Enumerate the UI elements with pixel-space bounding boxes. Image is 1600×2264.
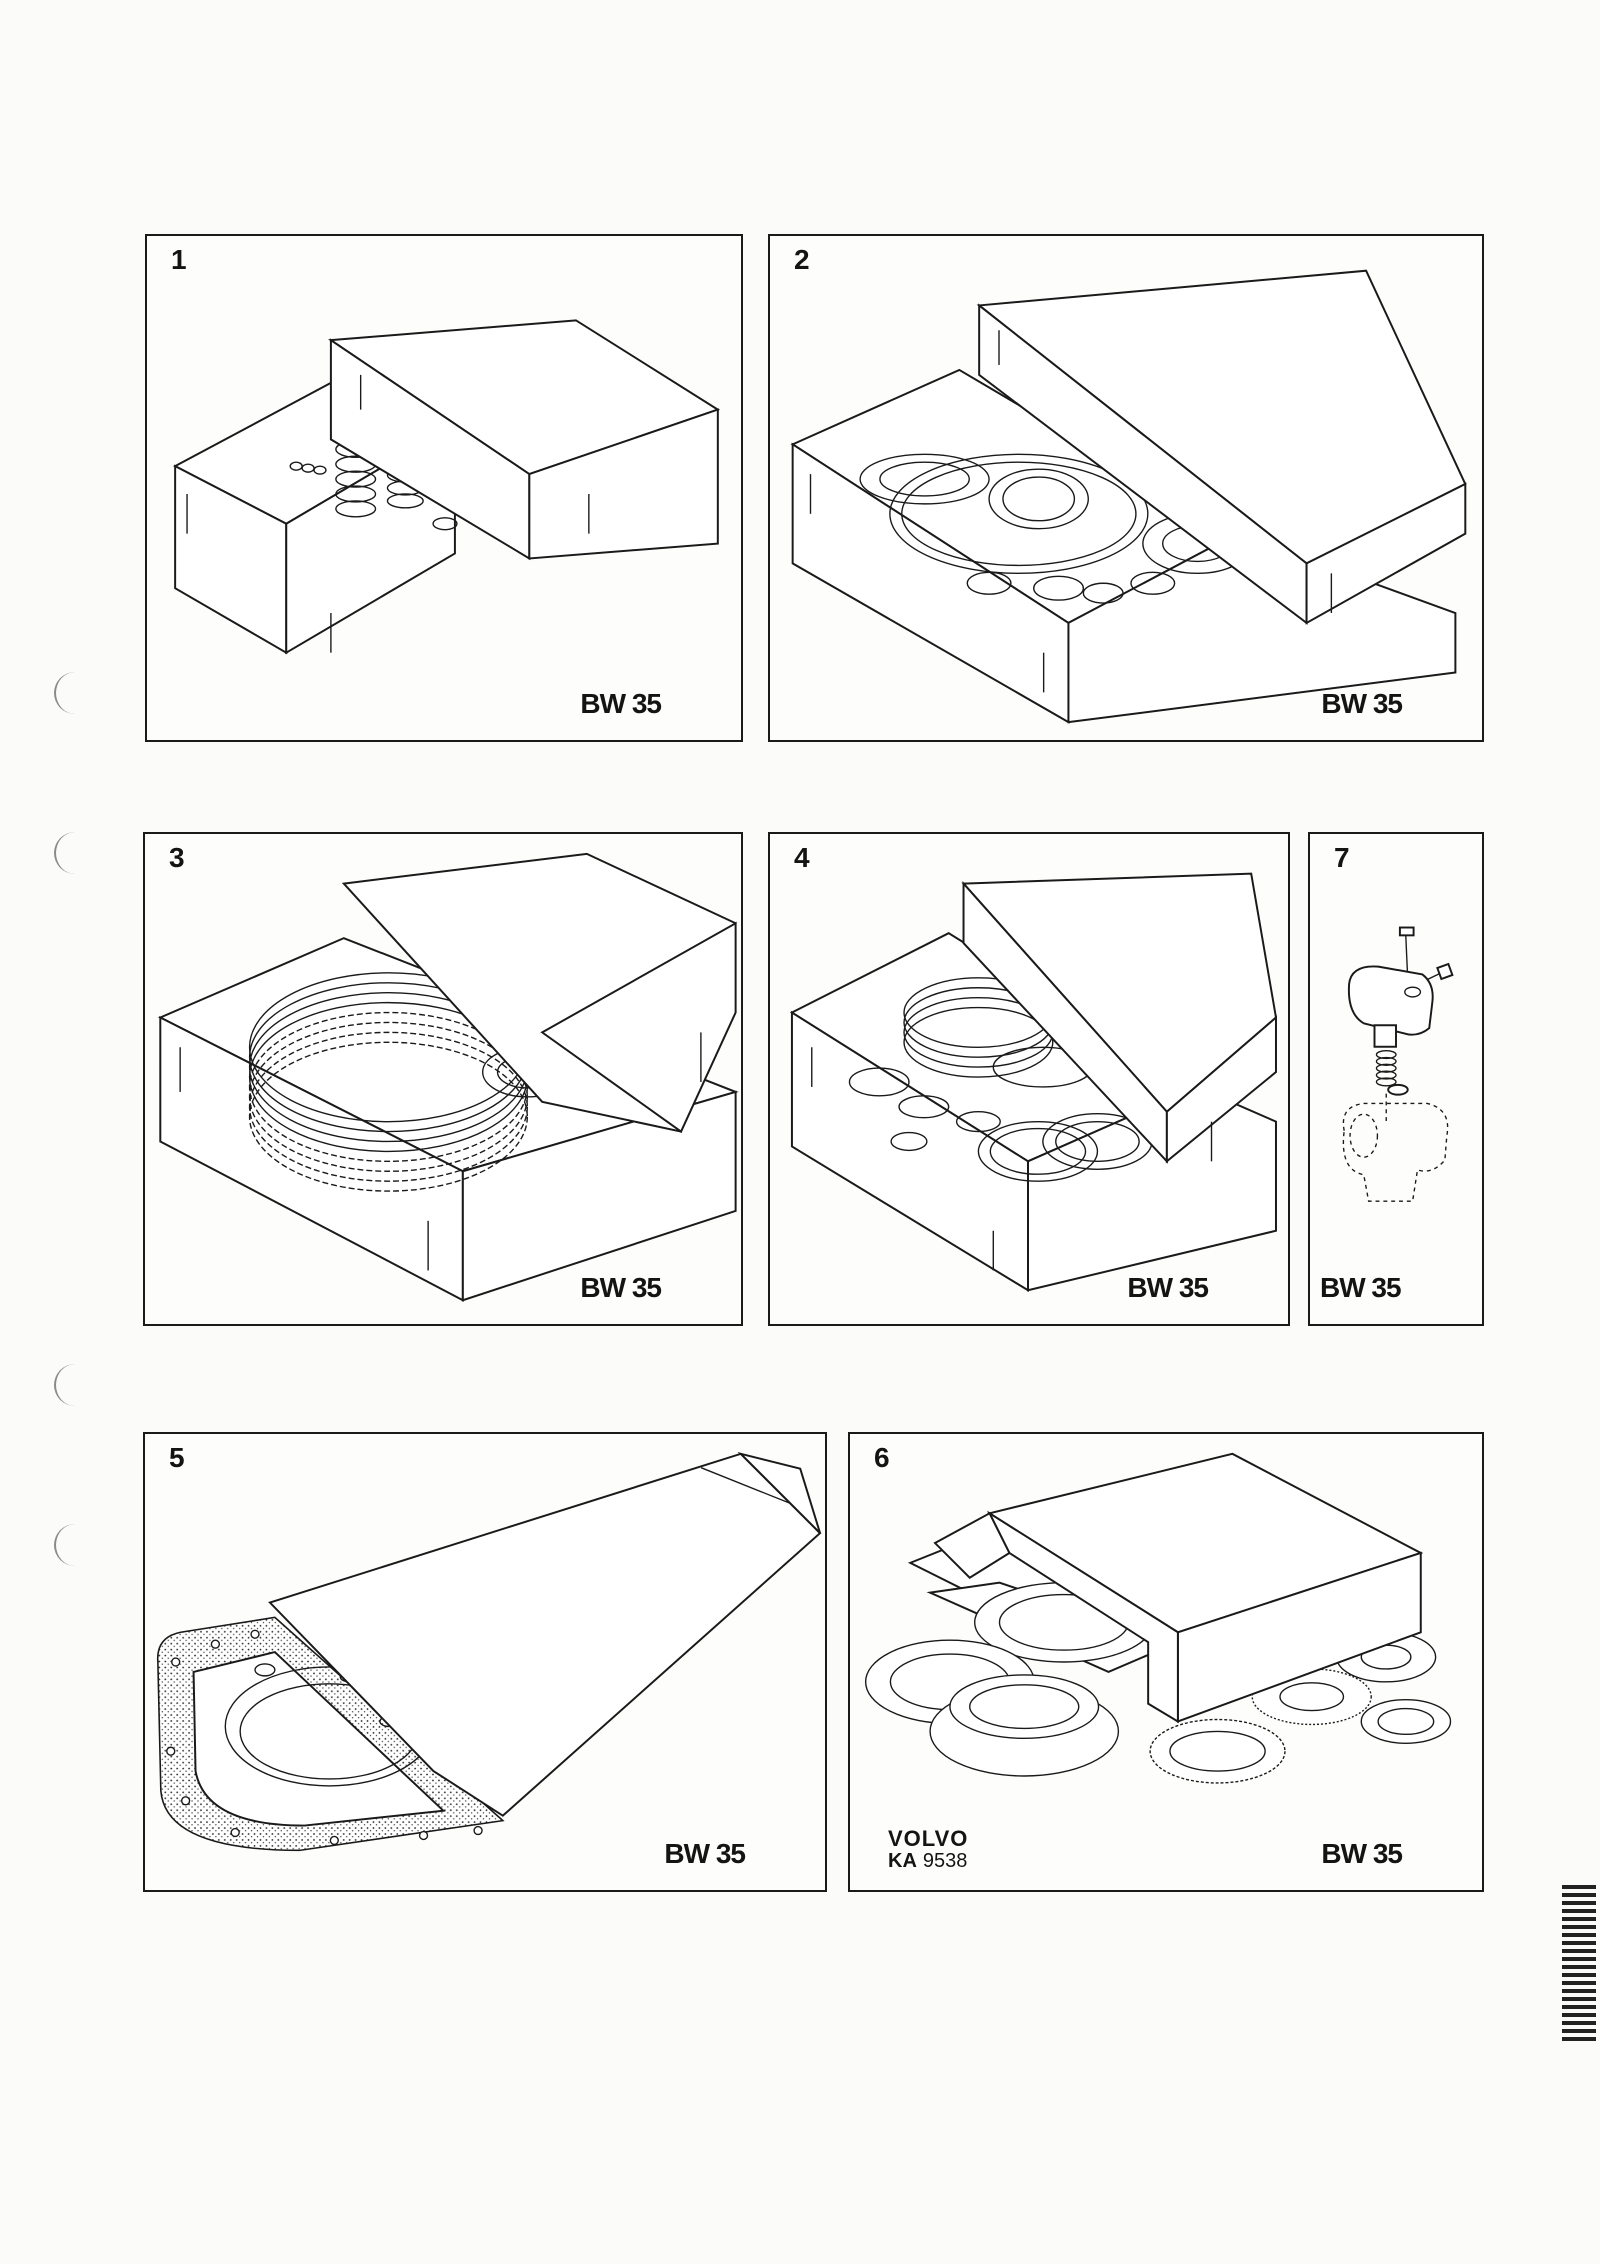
model-code-label: BW 35 (1320, 1272, 1402, 1303)
brand-prefix: KA (888, 1850, 917, 1872)
figure-number: 6 (874, 1442, 890, 1473)
box-springs-icon (173, 319, 721, 655)
figure-number: 4 (794, 842, 810, 873)
punch-hole-mark (54, 672, 96, 714)
edge-index-mark (1562, 1885, 1596, 2045)
punch-hole-mark (54, 832, 96, 874)
box-piston-rings-icon (789, 872, 1278, 1293)
figure-panel-2: 2 BW 35 (768, 234, 1484, 742)
figure-panel-3: 3 BW 35 (143, 832, 743, 1326)
model-code-label: BW 35 (664, 1838, 746, 1869)
envelope-gasket-icon (156, 1451, 822, 1852)
brand-name: VOLVO (888, 1826, 969, 1851)
figure-panel-1: 1 BW 35 (145, 234, 743, 742)
box-clutch-plates-icon (157, 852, 739, 1302)
box-seals-icon (790, 269, 1467, 724)
figure-panel-5: 5 BW 35 (143, 1432, 827, 1892)
model-code-label: BW 35 (580, 688, 662, 719)
model-code-label: BW 35 (1321, 688, 1403, 719)
figure-number: 3 (169, 842, 185, 873)
punch-hole-mark (54, 1524, 96, 1566)
figure-number: 1 (171, 244, 187, 275)
figure-number: 7 (1334, 842, 1350, 873)
brand-number: 9538 (922, 1850, 968, 1872)
figure-panel-7: 7 BW 35 (1308, 832, 1484, 1326)
figure-panel-4: 4 BW 35 (768, 832, 1290, 1326)
box-thrust-washers-icon (864, 1452, 1452, 1784)
figure-number: 2 (794, 244, 810, 275)
model-code-label: BW 35 (580, 1272, 662, 1303)
valve-assembly-icon (1342, 926, 1454, 1202)
punch-hole-mark (54, 1364, 96, 1406)
figure-number: 5 (169, 1442, 185, 1473)
model-code-label: BW 35 (1127, 1272, 1209, 1303)
model-code-label: BW 35 (1321, 1838, 1403, 1869)
